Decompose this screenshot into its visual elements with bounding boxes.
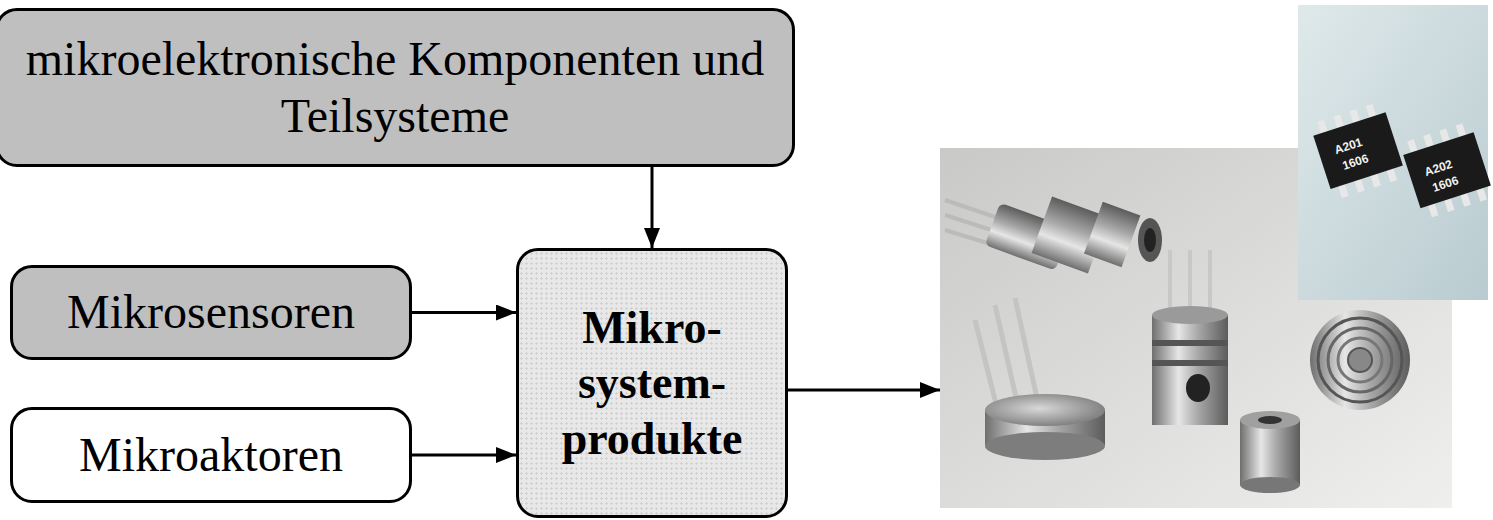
pressure-sensor bbox=[975, 298, 1105, 460]
pressure-sensor bbox=[945, 197, 1162, 274]
flow-arrow bbox=[412, 454, 516, 457]
flow-arrow bbox=[651, 167, 654, 248]
chip-marking: A202 bbox=[1423, 158, 1454, 178]
component-box: mikroelektronische Komponenten und Teils… bbox=[0, 8, 795, 167]
chip-marking: 1606 bbox=[1341, 152, 1370, 172]
output-arrow bbox=[780, 389, 940, 392]
chip-marking: A201 bbox=[1333, 136, 1364, 156]
node-label: Mikrosensoren bbox=[67, 284, 355, 341]
component-box: Mikroaktoren bbox=[10, 407, 412, 503]
soic-chip bbox=[1310, 101, 1407, 201]
pressure-sensor bbox=[1152, 250, 1228, 425]
system-box: Mikro- system- produkte bbox=[516, 248, 788, 518]
component-box: Mikrosensoren bbox=[10, 265, 412, 360]
pressure-sensor bbox=[1310, 310, 1410, 410]
chip-marking: 1606 bbox=[1431, 174, 1460, 194]
pressure-sensor bbox=[1240, 411, 1300, 493]
soic-chip bbox=[1399, 121, 1493, 220]
node-label: Mikro- system- produkte bbox=[534, 300, 770, 466]
flow-arrow bbox=[412, 311, 516, 314]
node-label: mikroelektronische Komponenten und Teils… bbox=[0, 31, 792, 144]
node-label: Mikroaktoren bbox=[79, 427, 343, 484]
